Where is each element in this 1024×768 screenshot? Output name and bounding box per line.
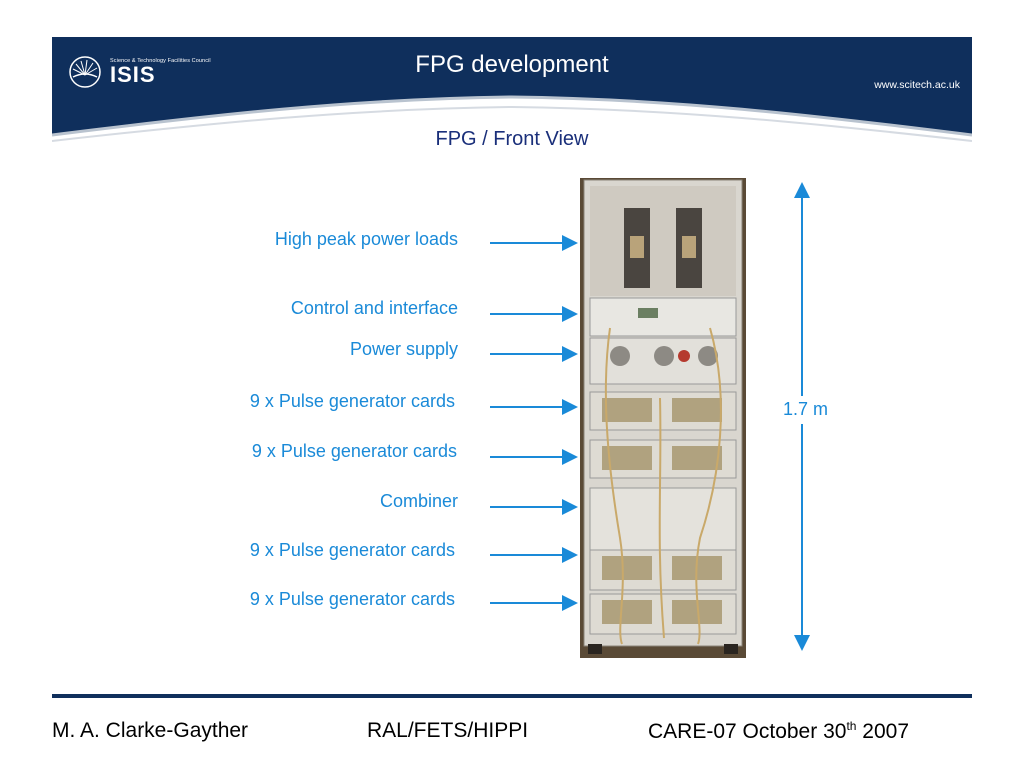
slide-title: FPG development bbox=[415, 51, 609, 78]
footer-event-prefix: CARE-07 October 30 bbox=[648, 720, 847, 743]
header-banner: Science & Technology Facilities Council … bbox=[52, 37, 972, 147]
footer-rule bbox=[52, 694, 972, 698]
label-high-peak-power-loads: High peak power loads bbox=[274, 229, 458, 249]
footer-author: M. A. Clarke-Gayther bbox=[52, 719, 249, 742]
header-wave-graphic bbox=[52, 95, 972, 147]
logo-isis-text: ISIS bbox=[110, 62, 156, 87]
label-power-supply: Power supply bbox=[349, 339, 458, 359]
footer-event-suffix: 2007 bbox=[856, 720, 910, 743]
logo-council-text: Science & Technology Facilities Council bbox=[110, 58, 211, 64]
slide-subtitle: FPG / Front View bbox=[435, 128, 589, 150]
footer-event: CARE-07 October 30th 2007 bbox=[648, 719, 909, 744]
label-pulse-generator-cards-4: 9 x Pulse generator cards bbox=[249, 589, 455, 609]
fpg-rack-photo bbox=[580, 178, 746, 658]
rack-height-label: 1.7 m bbox=[783, 399, 829, 419]
label-pulse-generator-cards-1: 9 x Pulse generator cards bbox=[249, 391, 455, 411]
stfc-burst-icon bbox=[69, 56, 101, 88]
footer-event-sup: th bbox=[846, 719, 857, 733]
site-url: www.scitech.ac.uk bbox=[874, 79, 960, 91]
label-pulse-generator-cards-3: 9 x Pulse generator cards bbox=[249, 540, 455, 560]
label-control-and-interface: Control and interface bbox=[290, 298, 458, 318]
footer-project: RAL/FETS/HIPPI bbox=[367, 719, 529, 742]
label-pulse-generator-cards-2: 9 x Pulse generator cards bbox=[251, 441, 457, 461]
isis-logo: Science & Technology Facilities Council … bbox=[68, 55, 211, 89]
label-combiner: Combiner bbox=[379, 491, 458, 511]
